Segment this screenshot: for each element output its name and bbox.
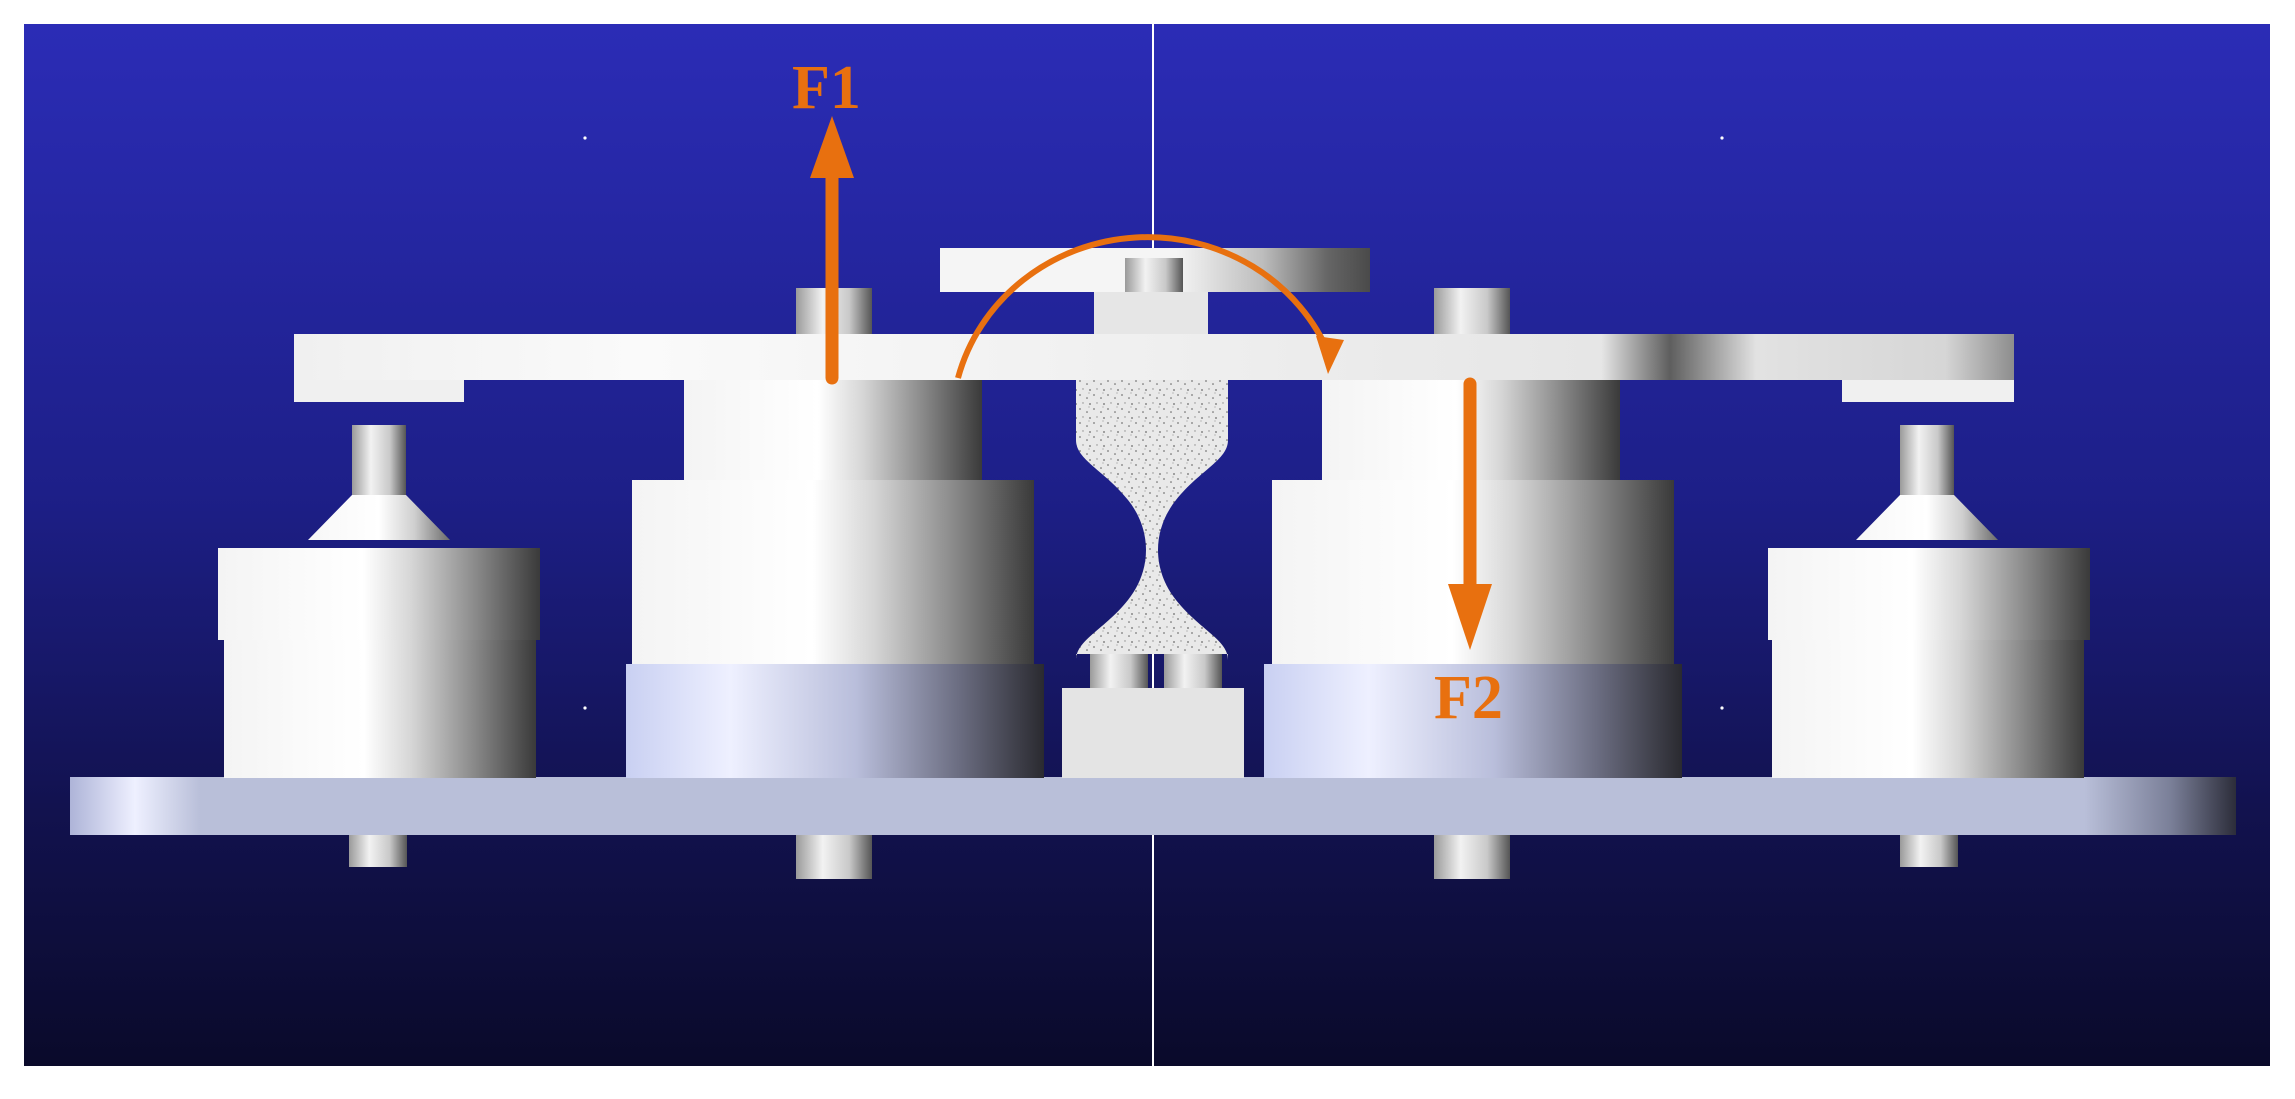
bottom-grip	[1062, 654, 1244, 778]
force-label-f2: F2	[1434, 664, 1503, 732]
force-arrow-f2	[1448, 377, 1492, 650]
reference-dot	[583, 706, 587, 710]
reference-dot	[1720, 706, 1724, 710]
force-arrow-f1	[810, 116, 854, 385]
rotation-arrow	[955, 234, 1344, 379]
left-main-column	[626, 378, 1044, 778]
central-crossbar	[940, 248, 1370, 334]
bottom-pins	[349, 835, 1958, 879]
right-outer-support	[1768, 378, 2090, 778]
force-label-f1: F1	[792, 54, 861, 122]
left-outer-support	[218, 378, 540, 778]
top-loading-plate	[294, 334, 2014, 402]
base-plate	[70, 777, 2236, 835]
reference-dot	[1720, 136, 1724, 140]
reference-dot	[583, 136, 587, 140]
specimen	[1076, 380, 1228, 660]
